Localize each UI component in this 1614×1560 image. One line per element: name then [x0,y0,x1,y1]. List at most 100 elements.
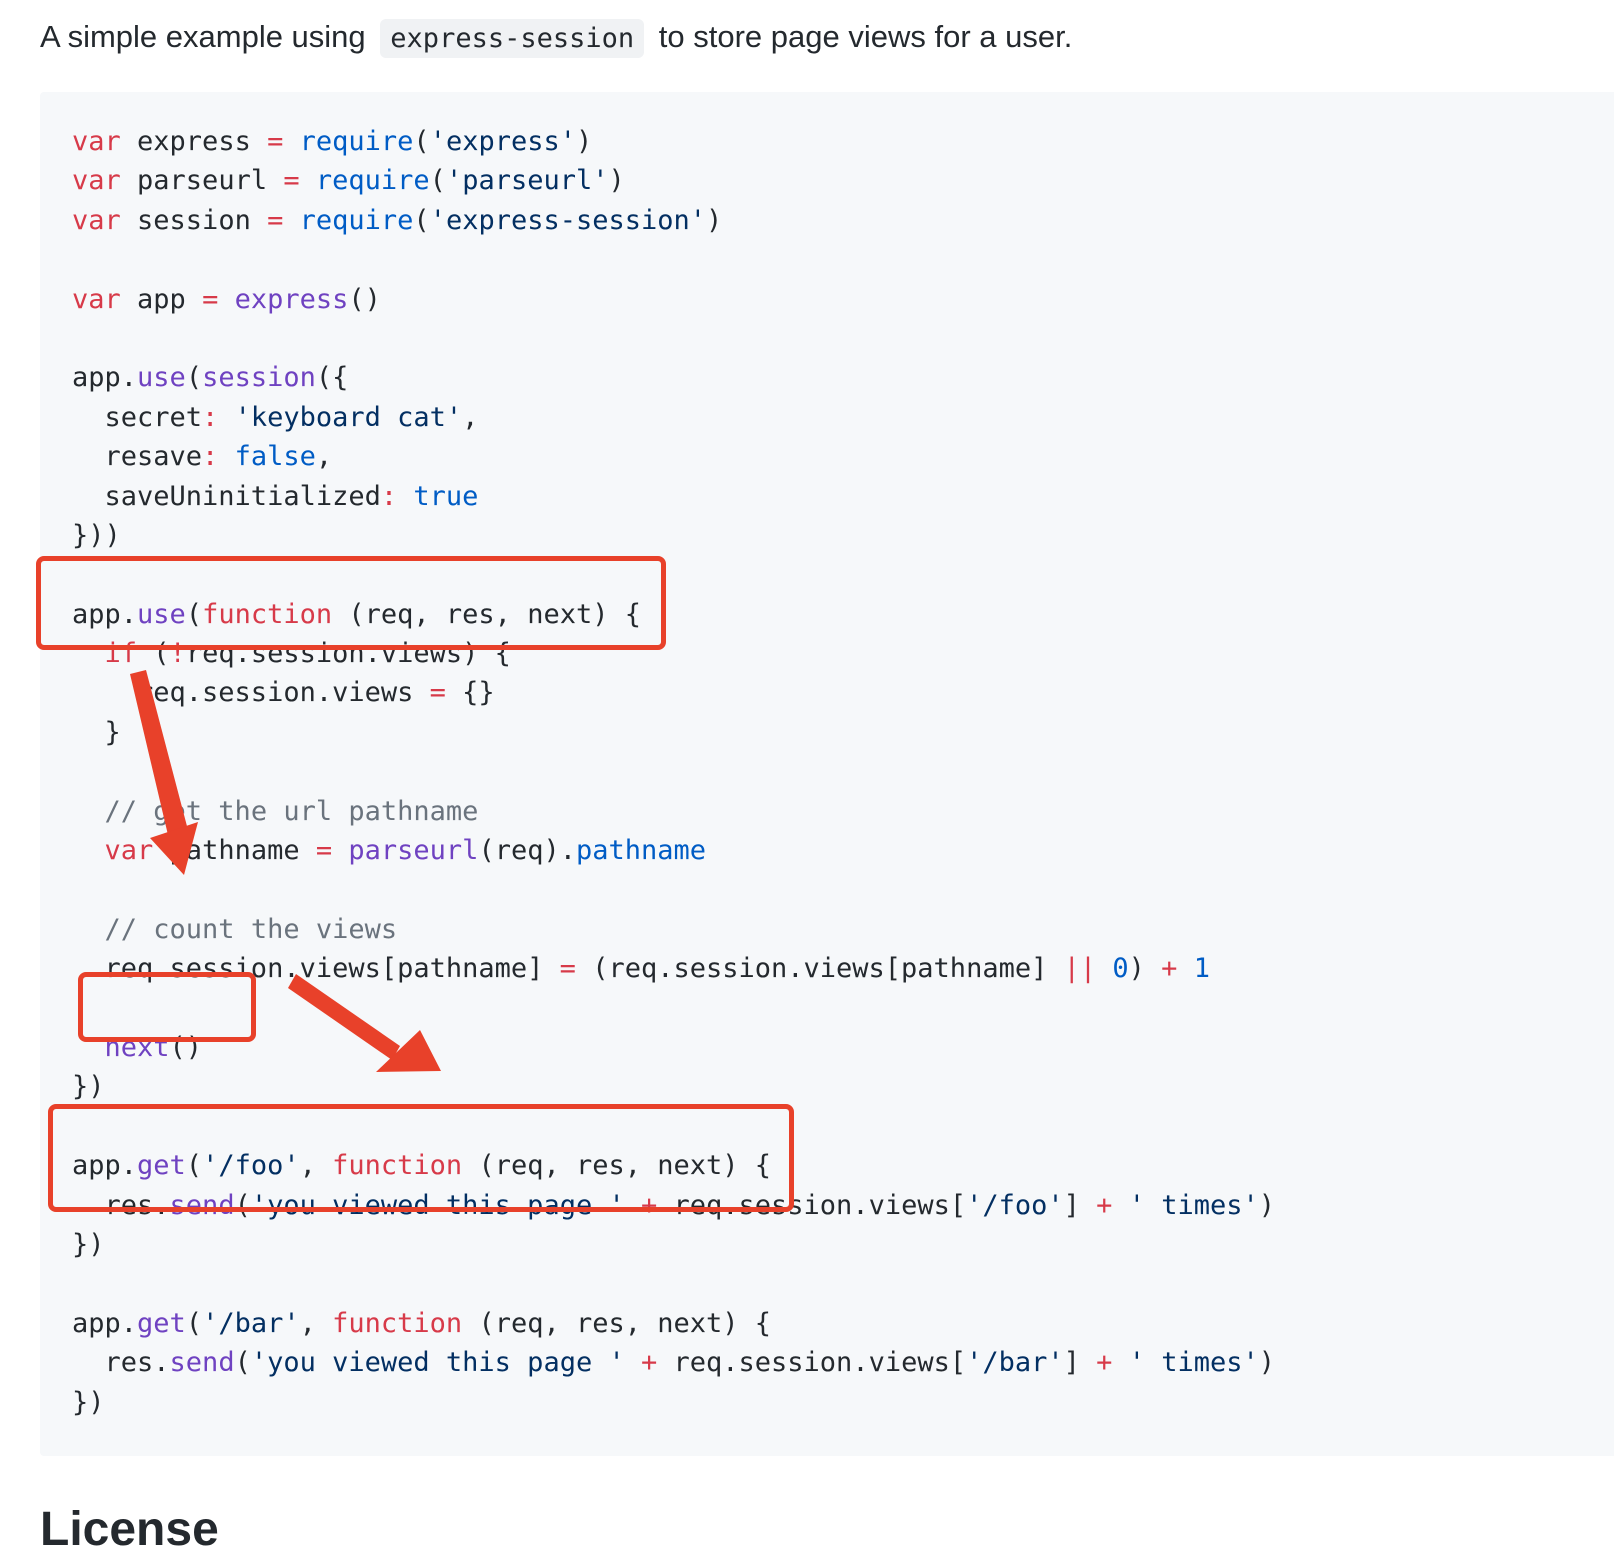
code-token: send [169,1189,235,1221]
code-token: } [72,716,121,748]
code-token: = [429,677,446,709]
code-token: = [315,835,333,867]
code-token: function [332,1307,463,1339]
code-token: var [72,283,121,315]
code-token: 'you viewed this page ' [250,1347,625,1379]
code-token: use [137,598,186,630]
code-token [1112,1347,1128,1378]
code-token [218,441,234,472]
code-token: require [299,204,414,236]
code-line: }) [72,1383,1275,1422]
code-token: '/bar' [966,1347,1064,1379]
code-token [332,835,348,866]
code-line [72,240,1275,279]
code-token: express [234,283,349,315]
code-token: resave [72,441,203,473]
code-token: secret [72,401,203,433]
code-token: ) [608,165,625,197]
code-token: ) [576,126,593,157]
code-token: send [169,1347,235,1379]
code-line: app.use(function (req, res, next) { [72,595,1275,634]
code-token: ( [185,1150,203,1182]
code-token: 0 [1112,953,1129,985]
code-token: (req). [478,835,576,867]
code-token: 'express' [429,126,576,157]
code-token [1096,953,1112,984]
code-token: // get the url pathname [104,795,479,827]
code-token: function [332,1150,463,1182]
code-token: pathname [575,835,707,867]
code-line: app.get('/bar', function (req, res, next… [72,1304,1275,1343]
code-token: 'you viewed this page ' [250,1189,625,1221]
code-token: (req, res, next) { [332,598,641,630]
code-token: app. [72,598,138,630]
code-token: res. [72,1347,170,1379]
code-line: var app = express() [72,280,1275,319]
code-token: ( [429,165,446,197]
code-token: ' times' [1128,1189,1259,1221]
code-token: = [267,126,284,157]
code-token: + [1096,1189,1113,1221]
code-line [72,1264,1275,1303]
code-token: : [202,441,219,473]
code-token: require [315,165,430,197]
code-token: express [120,126,268,157]
code-token: ] [1063,1189,1097,1221]
code-token: (req, res, next) { [462,1150,772,1182]
code-token: app. [72,1307,138,1339]
code-line: var session = require('express-session') [72,201,1275,240]
code-token: app. [72,362,138,394]
code-token: var [72,204,121,236]
code-token [283,126,299,157]
code-token: parseurl [348,835,479,867]
code-token: var [72,126,121,157]
code-line: })) [72,516,1275,555]
code-token: session [202,362,316,394]
code-line: var pathname = parseurl(req).pathname [72,831,1275,870]
code-token: }) [72,1386,105,1418]
code-line [72,319,1275,358]
code-token: : [202,401,219,433]
code-token [218,402,234,433]
code-token: + [640,1189,658,1221]
code-token [283,205,299,236]
inline-code-express-session: express-session [380,19,645,58]
code-token: 'express-session' [429,204,707,236]
code-line: }) [72,1067,1275,1106]
code-token: '/bar' [202,1307,300,1339]
code-token: req.session.views) { [185,638,511,670]
code-token: require [299,126,414,157]
code-line: res.send('you viewed this page ' + req.s… [72,1343,1276,1382]
code-token: = [283,165,300,197]
code-token: saveUninitialized [72,480,381,512]
code-line: var express = require('express') [72,122,1275,161]
code-line: var parseurl = require('parseurl') [72,161,1275,200]
code-line: saveUninitialized: true [72,477,1275,516]
code-line: resave: false, [72,437,1275,476]
code-token [72,914,105,945]
code-token: }) [72,1228,105,1260]
code-token: ( [413,126,430,157]
code-token: res. [72,1189,170,1221]
code-token: get [137,1307,186,1339]
code-token: ( [185,598,203,630]
code-token: }) [72,1071,105,1103]
code-token: ( [413,204,430,236]
code-token: get [137,1150,186,1182]
code-token: ( [234,1189,251,1221]
code-line: } [72,713,1275,752]
code-token [397,481,413,512]
code-token: ] [1063,1347,1097,1379]
code-token: , [315,441,333,473]
intro-paragraph: A simple example using express-session t… [40,14,1072,62]
code-token: var [104,835,154,867]
code-token: , [462,401,479,433]
code-line [72,870,1275,909]
code-line: res.send('you viewed this page ' + req.s… [72,1186,1276,1225]
code-token: + [1096,1347,1113,1379]
code-token: ) [1258,1189,1276,1221]
code-token: req.session.views[ [657,1347,967,1379]
code-line: // get the url pathname [72,792,1275,831]
code-line: app.get('/foo', function (req, res, next… [72,1146,1275,1185]
code-token: + [640,1347,658,1379]
